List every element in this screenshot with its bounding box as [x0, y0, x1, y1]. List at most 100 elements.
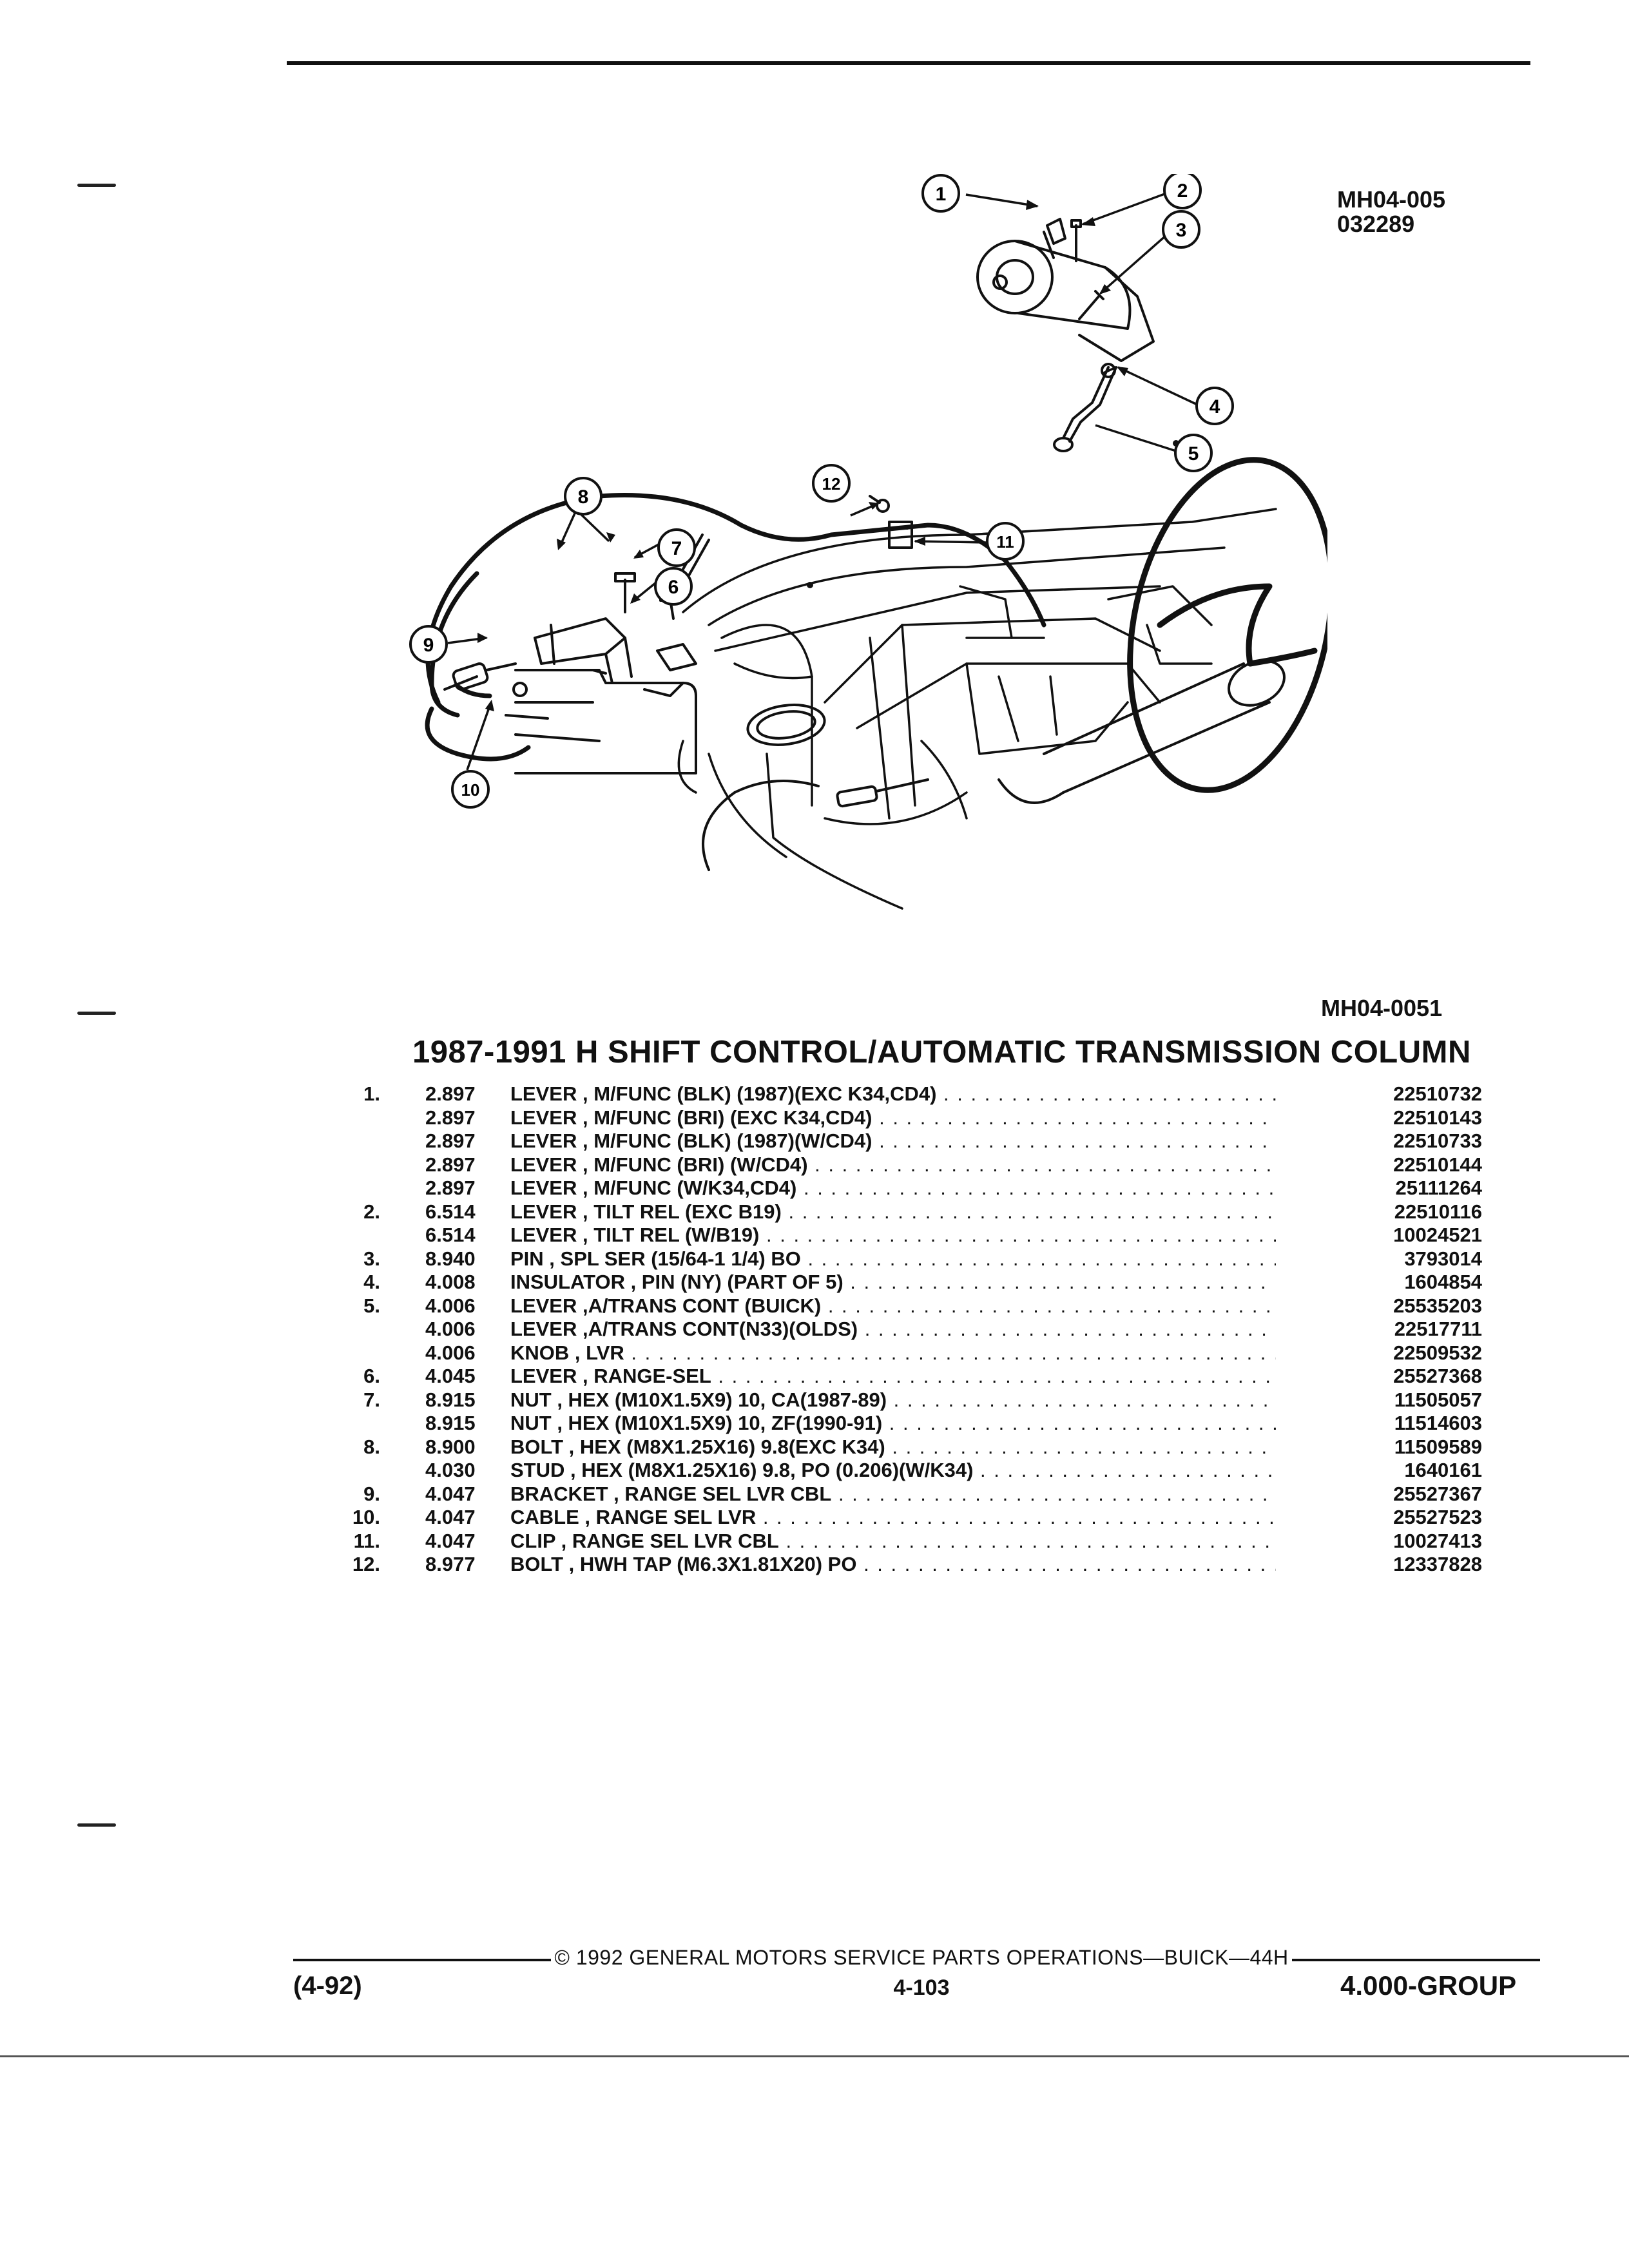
- figure-ref-bottom: MH04-0051: [1321, 995, 1443, 1021]
- parts-row: 8.915 NUT , HEX (M10X1.5X9) 10, ZF(1990-9…: [342, 1412, 1482, 1436]
- part-number: 1604854: [1404, 1271, 1482, 1293]
- parts-row: 4.006 LEVER ,A/TRANS CONT(N33)(OLDS) 22517…: [342, 1318, 1482, 1341]
- footer-copyright: © 1992 GENERAL MOTORS SERVICE PARTS OPER…: [554, 1946, 1289, 1969]
- callout-label: 6: [668, 577, 679, 598]
- part-group-number: 4.047: [425, 1529, 476, 1552]
- callout-4: 4: [1195, 387, 1234, 425]
- part-ref-number: 10.: [352, 1506, 380, 1528]
- margin-mark: [77, 184, 116, 187]
- part-description: NUT , HEX (M10X1.5X9) 10, ZF(1990-91): [510, 1412, 1276, 1435]
- part-number: 3793014: [1404, 1247, 1482, 1270]
- part-number: 25535203: [1393, 1294, 1482, 1317]
- part-description: CLIP , RANGE SEL LVR CBL: [510, 1530, 1276, 1553]
- part-description: STUD , HEX (M8X1.25X16) 9.8, PO (0.206)(…: [510, 1459, 1276, 1482]
- callout-label: 5: [1188, 443, 1199, 465]
- bracket-area: [505, 533, 710, 774]
- part-description: NUT , HEX (M10X1.5X9) 10, CA(1987-89): [510, 1389, 1276, 1412]
- figure-ref-top: MH04-005: [1337, 186, 1446, 213]
- part-group-number: 8.977: [425, 1553, 476, 1575]
- part-group-number: 6.514: [425, 1224, 476, 1246]
- part-group-number: 2.897: [425, 1153, 476, 1176]
- part-group-number: 4.045: [425, 1365, 476, 1387]
- callout-label: 7: [671, 538, 682, 559]
- part-ref-number: 2.: [363, 1200, 380, 1223]
- part-group-number: 4.006: [425, 1341, 476, 1364]
- part-ref-number: 6.: [363, 1365, 380, 1387]
- part-ref-number: 4.: [363, 1271, 380, 1293]
- callout-2: 2: [1163, 174, 1202, 209]
- part-description: KNOB , LVR: [510, 1341, 1276, 1365]
- part-description: LEVER , M/FUNC (W/K34,CD4): [510, 1177, 1276, 1200]
- callout-label: 9: [423, 635, 434, 656]
- instrument-panel: [677, 508, 1277, 910]
- parts-row: 4.030 STUD , HEX (M8X1.25X16) 9.8, PO (0.…: [342, 1459, 1482, 1483]
- part-description: LEVER , TILT REL (W/B19): [510, 1224, 1276, 1247]
- part-description: LEVER , RANGE-SEL: [510, 1365, 1276, 1388]
- bottom-rule: [0, 2055, 1629, 2057]
- part-number: 25527368: [1393, 1365, 1482, 1387]
- part-group-number: 2.897: [425, 1082, 476, 1105]
- callout-label: 4: [1210, 396, 1220, 418]
- part-number: 11505057: [1394, 1388, 1482, 1411]
- part-description: LEVER ,A/TRANS CONT (BUICK): [510, 1294, 1276, 1318]
- part-description: BOLT , HWH TAP (M6.3X1.81X20) PO: [510, 1553, 1276, 1576]
- part-number: 12337828: [1393, 1553, 1482, 1575]
- top-rule: [287, 61, 1530, 65]
- clip-bolt: [869, 495, 890, 513]
- part-description: LEVER ,A/TRANS CONT(N33)(OLDS): [510, 1318, 1276, 1341]
- part-number: 11514603: [1394, 1412, 1482, 1434]
- part-group-number: 8.915: [425, 1412, 476, 1434]
- callout-label: 3: [1176, 220, 1187, 241]
- multifunction-lever-assembly: [976, 218, 1155, 452]
- part-number: 10024521: [1393, 1224, 1482, 1246]
- part-ref-number: 11.: [353, 1529, 380, 1552]
- part-ref-number: 7.: [363, 1388, 380, 1411]
- part-description: BOLT , HEX (M8X1.25X16) 9.8(EXC K34): [510, 1436, 1276, 1459]
- footer-date-code: (4-92): [293, 1972, 362, 2000]
- part-ref-number: 9.: [363, 1482, 380, 1505]
- part-description: LEVER , TILT REL (EXC B19): [510, 1200, 1276, 1224]
- parts-row: 7. 8.915 NUT , HEX (M10X1.5X9) 10, CA(1987…: [342, 1389, 1482, 1412]
- footer-page-number: 4-103: [893, 1975, 950, 2000]
- cable-end-fitting: [443, 662, 517, 691]
- steering-column: [998, 659, 1286, 804]
- part-group-number: 8.900: [425, 1435, 476, 1458]
- callout-11: 11: [986, 522, 1025, 561]
- part-description: LEVER , M/FUNC (BRI) (EXC K34,CD4): [510, 1106, 1276, 1129]
- vent-oval: [746, 704, 826, 746]
- part-ref-number: 3.: [363, 1247, 380, 1270]
- footer-rule-right: [1292, 1959, 1540, 1961]
- footer-rule-left: [293, 1959, 551, 1961]
- part-number: 22510733: [1393, 1129, 1482, 1152]
- callout-7: 7: [657, 528, 696, 567]
- part-group-number: 4.047: [425, 1482, 476, 1505]
- callout-6: 6: [654, 567, 693, 606]
- callout-9: 9: [409, 625, 448, 664]
- part-group-number: 8.940: [425, 1247, 476, 1270]
- part-number: 25527367: [1393, 1482, 1482, 1505]
- callout-label: 2: [1177, 180, 1188, 202]
- part-number: 22517711: [1394, 1318, 1482, 1340]
- part-number: 11509589: [1394, 1435, 1482, 1458]
- part-number: 22510143: [1393, 1106, 1482, 1129]
- part-description: LEVER , M/FUNC (BLK) (1987)(EXC K34,CD4): [510, 1082, 1276, 1106]
- part-group-number: 4.030: [425, 1459, 476, 1481]
- part-group-number: 4.006: [425, 1294, 476, 1317]
- part-number: 22510732: [1393, 1082, 1482, 1105]
- part-ref-number: 12.: [352, 1553, 380, 1575]
- part-number: 10027413: [1393, 1529, 1482, 1552]
- part-group-number: 4.006: [425, 1318, 476, 1340]
- part-group-number: 8.915: [425, 1388, 476, 1411]
- part-description: LEVER , M/FUNC (BRI) (W/CD4): [510, 1153, 1276, 1177]
- part-group-number: 2.897: [425, 1177, 476, 1199]
